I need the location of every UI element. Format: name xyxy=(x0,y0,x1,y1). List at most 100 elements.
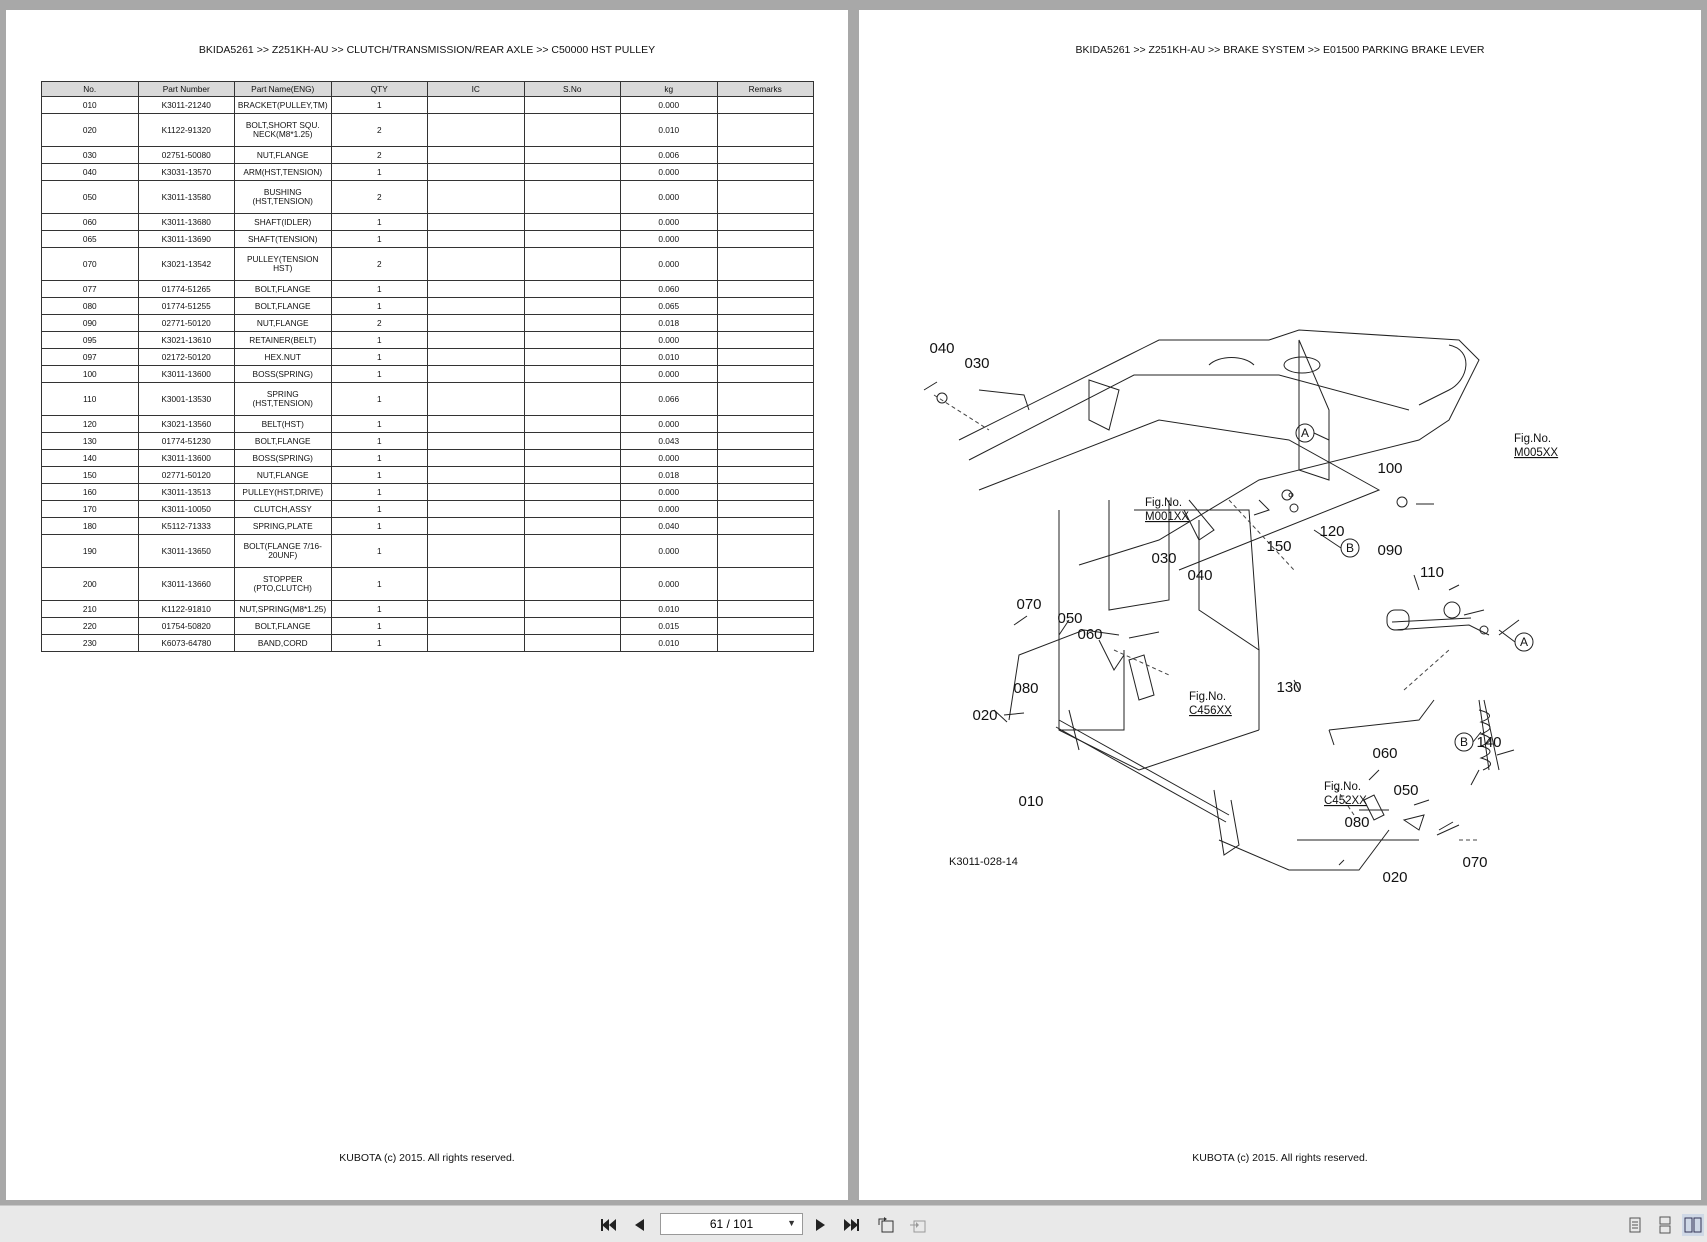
callout-number: 080 xyxy=(1013,680,1038,697)
callout-number: 090 xyxy=(1377,542,1402,559)
next-page-button[interactable] xyxy=(810,1214,832,1236)
table-cell-sno xyxy=(523,382,621,416)
table-cell-qty: 1 xyxy=(330,534,428,568)
continuous-view-button[interactable] xyxy=(1654,1214,1676,1236)
table-cell-sno xyxy=(523,348,621,366)
column-header: No. xyxy=(41,81,139,97)
table-cell-qty: 1 xyxy=(330,449,428,467)
callout-number: 120 xyxy=(1319,523,1344,540)
table-cell-ic xyxy=(427,415,525,433)
table-cell-remarks xyxy=(716,382,814,416)
table-cell-ic xyxy=(427,500,525,518)
table-cell-name: NUT,FLANGE xyxy=(234,314,332,332)
export-page-button[interactable] xyxy=(907,1214,929,1236)
table-cell-part: 01774-51255 xyxy=(137,297,235,315)
table-cell-kg: 0.010 xyxy=(620,600,718,618)
circle-markers xyxy=(1295,423,1534,752)
table-cell-name: HEX.NUT xyxy=(234,348,332,366)
table-cell-remarks xyxy=(716,634,814,652)
table-cell-remarks xyxy=(716,466,814,484)
table-cell-remarks xyxy=(716,113,814,147)
table-cell-no: 190 xyxy=(41,534,139,568)
fig-reference: Fig.No.C452XX xyxy=(1324,781,1367,807)
table-cell-name: NUT,FLANGE xyxy=(234,466,332,484)
table-cell-part: K3011-10050 xyxy=(137,500,235,518)
table-cell-no: 160 xyxy=(41,483,139,501)
table-cell-sno xyxy=(523,483,621,501)
callout-number: 020 xyxy=(972,707,997,724)
rotate-page-button[interactable] xyxy=(875,1214,897,1236)
column-header: QTY xyxy=(330,81,428,97)
table-cell-sno xyxy=(523,517,621,535)
two-page-view-button[interactable] xyxy=(1682,1214,1704,1236)
table-cell-sno xyxy=(523,213,621,231)
callout-number: 080 xyxy=(1344,814,1369,831)
table-cell-kg: 0.000 xyxy=(620,483,718,501)
table-cell-kg: 0.065 xyxy=(620,297,718,315)
table-cell-ic xyxy=(427,534,525,568)
table-cell-part: K3031-13570 xyxy=(137,163,235,181)
column-header: S.No xyxy=(523,81,621,97)
linkage-drawing xyxy=(993,601,1500,871)
circle-marker-label: A xyxy=(1520,635,1528,649)
table-cell-ic xyxy=(427,113,525,147)
page-footer: KUBOTA (c) 2015. All rights reserved. xyxy=(339,1152,515,1164)
table-cell-kg: 0.000 xyxy=(620,449,718,467)
table-cell-kg: 0.000 xyxy=(620,230,718,248)
table-cell-ic xyxy=(427,297,525,315)
table-cell-no: 220 xyxy=(41,617,139,635)
table-cell-ic xyxy=(427,146,525,164)
first-page-icon xyxy=(601,1219,616,1231)
table-cell-no: 095 xyxy=(41,331,139,349)
table-cell-qty: 2 xyxy=(330,180,428,214)
prev-page-button[interactable] xyxy=(628,1214,650,1236)
single-page-view-button[interactable] xyxy=(1624,1214,1646,1236)
table-cell-kg: 0.060 xyxy=(620,280,718,298)
table-cell-name: BOLT,SHORT SQU. NECK(M8*1.25) xyxy=(234,113,332,147)
table-cell-sno xyxy=(523,432,621,450)
table-cell-part: K3011-13600 xyxy=(137,365,235,383)
pdf-toolbar: 61 / 101 ▼ xyxy=(0,1205,1707,1242)
table-cell-part: 01774-51265 xyxy=(137,280,235,298)
callout-number: 060 xyxy=(1372,745,1397,762)
table-cell-part: 02751-50080 xyxy=(137,146,235,164)
page-number-input[interactable]: 61 / 101 ▼ xyxy=(660,1213,803,1235)
table-cell-name: RETAINER(BELT) xyxy=(234,331,332,349)
table-cell-qty: 1 xyxy=(330,415,428,433)
table-cell-no: 020 xyxy=(41,113,139,147)
table-cell-part: K3011-13580 xyxy=(137,180,235,214)
table-cell-sno xyxy=(523,500,621,518)
table-cell-remarks xyxy=(716,297,814,315)
table-cell-sno xyxy=(523,297,621,315)
table-cell-ic xyxy=(427,348,525,366)
table-cell-ic xyxy=(427,466,525,484)
table-cell-remarks xyxy=(716,348,814,366)
table-cell-sno xyxy=(523,466,621,484)
table-cell-name: BELT(HST) xyxy=(234,415,332,433)
page-indicator: 61 / 101 xyxy=(709,1217,754,1231)
single-page-icon xyxy=(1629,1217,1641,1233)
callout-number: 030 xyxy=(964,355,989,372)
table-cell-name: CLUTCH,ASSY xyxy=(234,500,332,518)
fig-reference: Fig.No.M005XX xyxy=(1514,433,1558,459)
last-page-button[interactable] xyxy=(840,1214,862,1236)
callout-number: 150 xyxy=(1266,538,1291,555)
first-page-button[interactable] xyxy=(598,1214,620,1236)
table-cell-kg: 0.010 xyxy=(620,634,718,652)
chevron-down-icon[interactable]: ▼ xyxy=(787,1218,796,1228)
table-cell-no: 170 xyxy=(41,500,139,518)
table-cell-qty: 1 xyxy=(330,230,428,248)
table-cell-no: 040 xyxy=(41,163,139,181)
table-cell-name: BUSHING (HST,TENSION) xyxy=(234,180,332,214)
table-cell-no: 030 xyxy=(41,146,139,164)
